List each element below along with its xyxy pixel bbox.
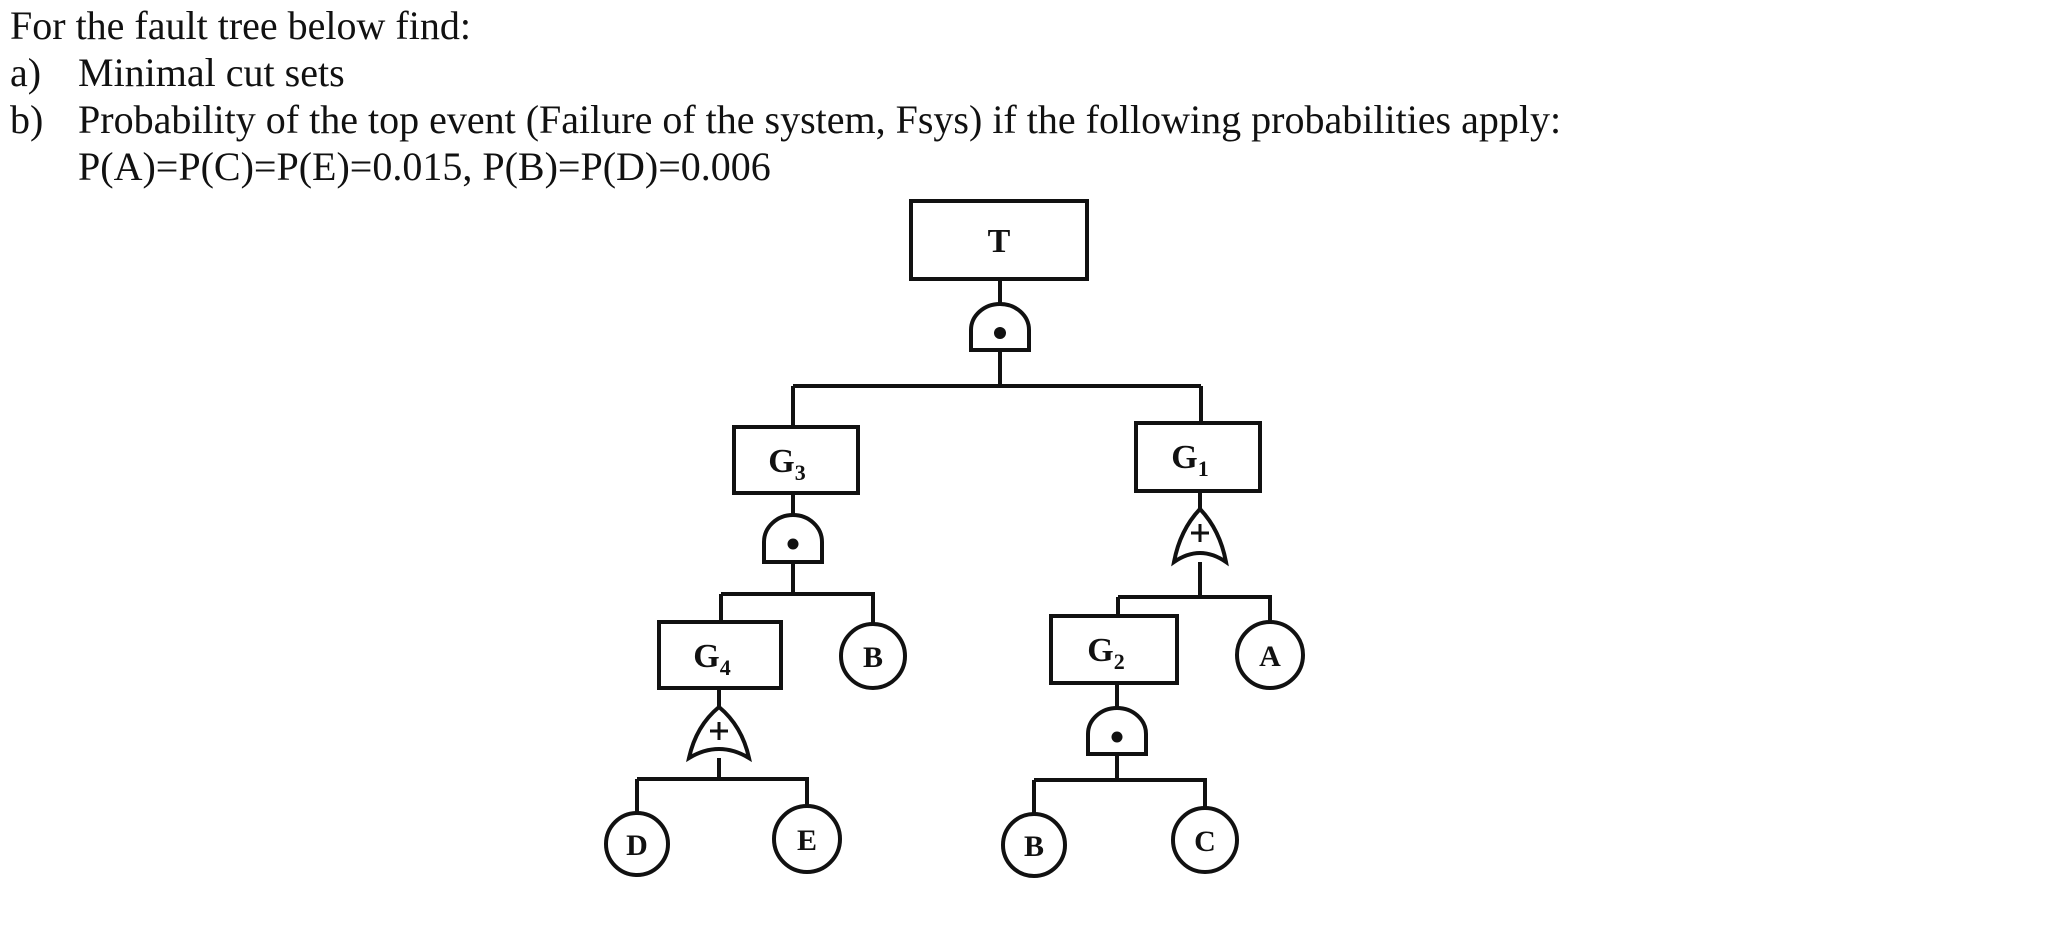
basic-event-d-label: D — [626, 829, 648, 862]
wire-g3-branch-right — [721, 592, 875, 624]
top-event-label: T — [988, 223, 1011, 260]
basic-event-b-lower: B — [1001, 812, 1067, 878]
question-item-a-marker: a) — [10, 50, 42, 95]
basic-event-a-label: A — [1259, 640, 1281, 673]
probability-values: P(A)=P(C)=P(E)=0.015, P(B)=P(D)=0.006 — [78, 144, 771, 189]
question-text: For the fault tree below find: a) Minima… — [10, 2, 1561, 190]
g1-label: G — [1171, 439, 1197, 476]
top-event-box: T — [909, 199, 1089, 281]
basic-event-a: A — [1235, 620, 1305, 690]
or-gate-g1 — [1171, 506, 1229, 567]
basic-event-b-lower-label: B — [1024, 830, 1044, 863]
g3-event-box: G3 — [732, 425, 860, 495]
g3-label: G — [768, 443, 794, 480]
basic-event-e-label: E — [797, 824, 817, 857]
question-item-b-marker: b) — [10, 97, 44, 142]
question-item-a-text: Minimal cut sets — [78, 50, 345, 95]
wire-g4-branch-right — [637, 777, 809, 806]
g1-event-box: G1 — [1134, 421, 1262, 493]
and-gate-g2 — [1086, 706, 1148, 756]
basic-event-d: D — [604, 811, 670, 877]
svg-text:G4: G4 — [693, 638, 730, 680]
g4-subscript: 4 — [720, 655, 731, 680]
question-item-b-text: Probability of the top event (Failure of… — [78, 97, 1562, 142]
basic-event-b-upper-label: B — [863, 641, 883, 674]
g1-subscript: 1 — [1198, 456, 1209, 481]
g2-label: G — [1087, 632, 1113, 669]
basic-event-e: E — [772, 804, 842, 874]
fault-tree-connections — [635, 279, 1272, 814]
wire-g1-branch-right — [1118, 595, 1272, 622]
wire-g2-branch-right — [1034, 778, 1207, 808]
g4-label: G — [693, 638, 719, 675]
g3-subscript: 3 — [795, 460, 806, 485]
svg-text:G3: G3 — [768, 443, 805, 485]
and-gate-g3 — [762, 513, 824, 564]
question-item-b: b) Probability of the top event (Failure… — [10, 96, 1561, 143]
basic-event-c-label: C — [1194, 825, 1216, 858]
svg-text:G1: G1 — [1171, 439, 1208, 481]
g2-event-box: G2 — [1049, 614, 1179, 685]
question-item-a: a) Minimal cut sets — [10, 49, 1561, 96]
basic-event-c: C — [1171, 806, 1239, 874]
and-gate-top — [969, 302, 1031, 352]
basic-event-b-upper: B — [839, 622, 907, 690]
g2-subscript: 2 — [1114, 649, 1125, 674]
question-intro: For the fault tree below find: — [10, 3, 471, 48]
or-gate-g4 — [686, 704, 752, 763]
g4-event-box: G4 — [657, 620, 783, 690]
svg-text:G2: G2 — [1087, 632, 1124, 674]
